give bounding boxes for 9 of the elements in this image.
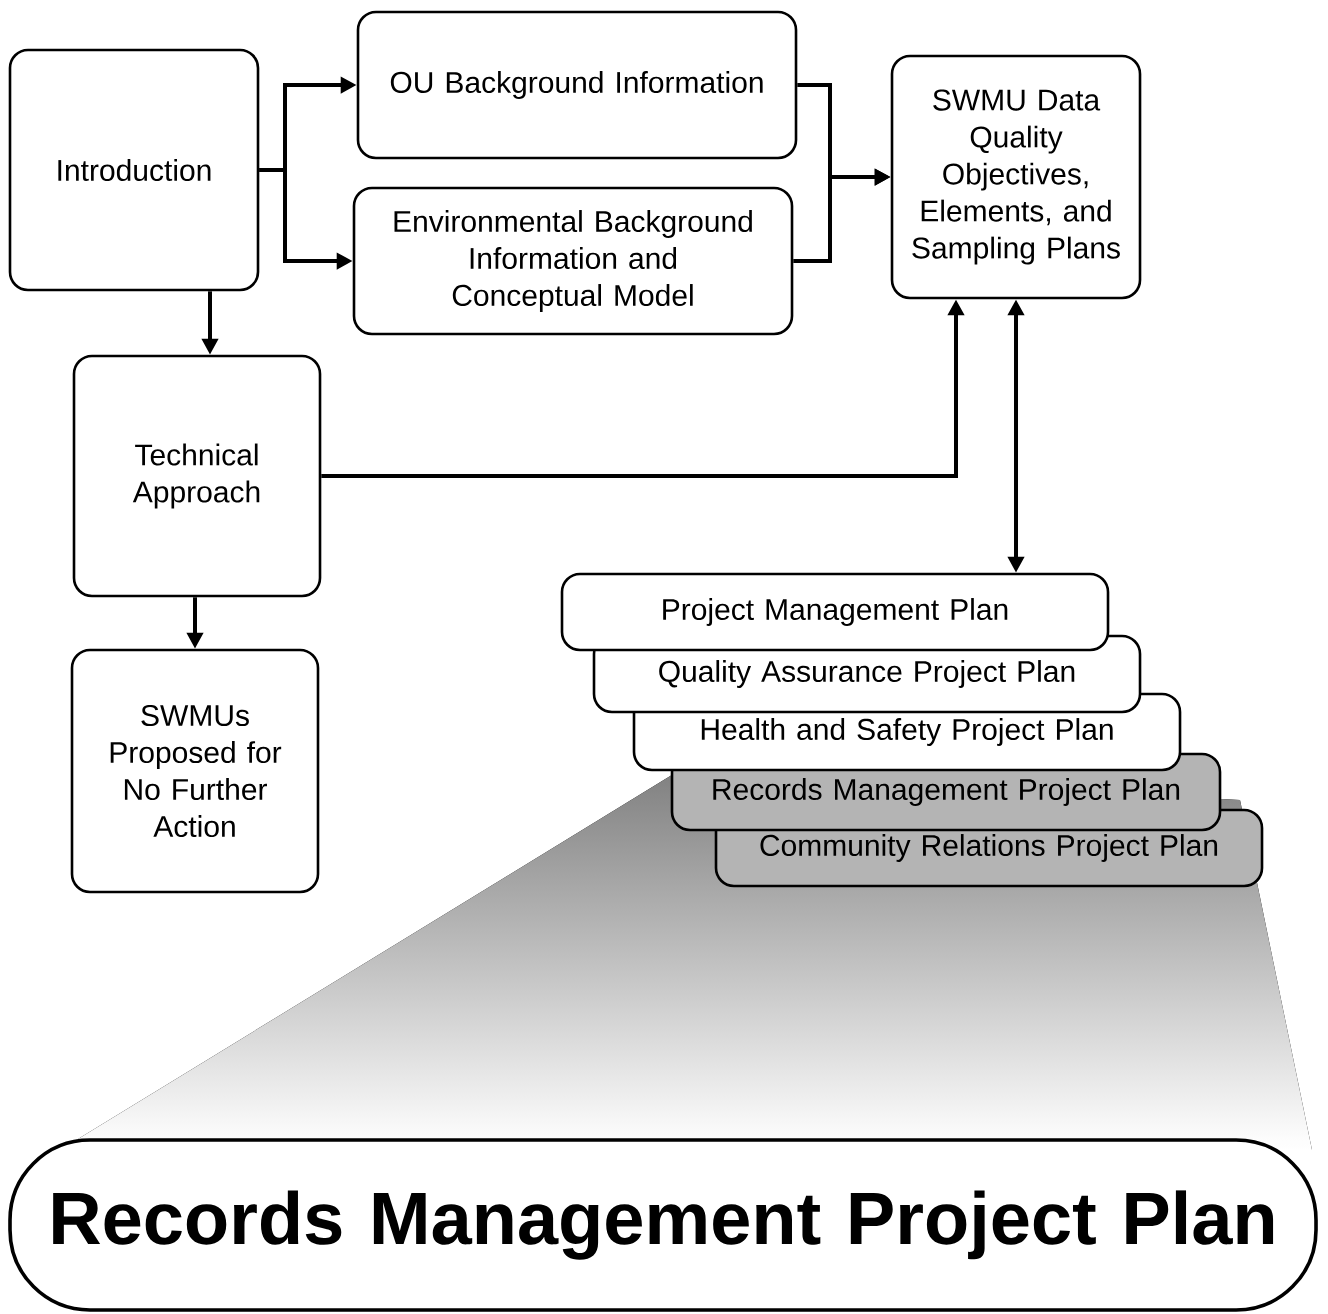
section-box: Introduction xyxy=(8,48,260,292)
enlarged-plan-box: Records Management Project Plan xyxy=(8,1138,1318,1312)
node-label: Records Management Project Plan xyxy=(53,1190,1274,1260)
section-box: SWMUs Proposed for No Further Action xyxy=(70,648,320,894)
section-box: Technical Approach xyxy=(72,354,322,598)
section-box: OU Background Information xyxy=(356,10,798,160)
section-box: Environmental Background Information and Conceptual Model xyxy=(352,186,794,336)
plan-tab: Project Management Plan xyxy=(560,572,1110,652)
section-box: SWMU Data Quality Objectives, Elements, and Sampling Plans xyxy=(890,54,1142,300)
